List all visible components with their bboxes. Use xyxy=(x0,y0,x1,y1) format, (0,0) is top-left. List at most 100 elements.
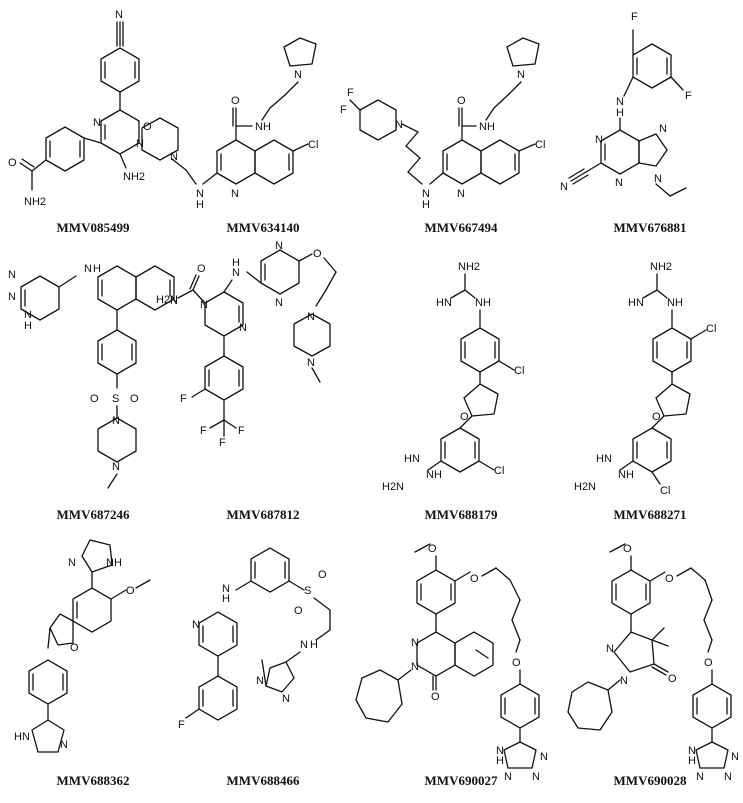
atom-label: H xyxy=(310,639,318,651)
atom-label: H xyxy=(222,593,230,605)
atom-label: N xyxy=(68,557,76,569)
atom-label: N xyxy=(731,751,739,763)
atom-label: N xyxy=(606,643,614,655)
atom-label: NH xyxy=(618,469,634,481)
structure-mmv687812: N N O N N N H N N O H2N F F xyxy=(156,240,337,449)
atom-label: N xyxy=(620,675,628,687)
atom-label: O xyxy=(457,95,466,107)
atom-label: N xyxy=(615,177,623,189)
atom-label: N xyxy=(275,240,283,252)
atom-label: N xyxy=(170,295,178,307)
compound-label: MMV688466 xyxy=(226,773,300,788)
atom-label: NH2 xyxy=(650,261,672,273)
compound-label: MMV688179 xyxy=(424,507,498,522)
atom-label: F xyxy=(340,104,347,116)
atom-label: N xyxy=(170,151,178,163)
compound-label: MMV690028 xyxy=(613,773,687,788)
structure-mmv634140: N NH O Cl N N H N O xyxy=(141,37,318,211)
compound-label: MMV676881 xyxy=(613,220,687,235)
atom-label: O xyxy=(313,248,322,260)
atom-label: N xyxy=(532,771,540,783)
atom-label: F xyxy=(631,11,638,23)
compound-label: MMV687246 xyxy=(56,507,130,522)
atom-label: N xyxy=(60,739,68,751)
atom-label: N xyxy=(196,188,204,200)
atom-label: H xyxy=(24,320,32,332)
atom-label: H2N xyxy=(574,481,596,493)
atom-label: F xyxy=(200,425,207,437)
atom-label: N xyxy=(300,639,308,651)
atom-label: S xyxy=(112,393,119,405)
atom-label: N xyxy=(696,771,704,783)
atom-label: N xyxy=(112,415,120,427)
atom-label: N xyxy=(84,263,92,275)
atom-label: O xyxy=(470,573,479,585)
atom-label: N xyxy=(688,745,696,757)
atom-label: O xyxy=(8,157,17,169)
atom-label: O xyxy=(318,569,327,581)
atom-label: N xyxy=(616,96,624,108)
atom-label: N xyxy=(115,9,123,21)
atom-label: Cl xyxy=(706,323,716,335)
atom-label: N xyxy=(496,745,504,757)
atom-label: O xyxy=(143,121,152,133)
compound-label: MMV690027 xyxy=(424,773,498,788)
atom-label: NH2 xyxy=(24,196,46,208)
atom-label: N xyxy=(239,322,247,334)
atom-label: Cl xyxy=(514,365,524,377)
atom-label: O xyxy=(294,605,303,617)
atom-label: H xyxy=(196,199,204,211)
atom-label: N xyxy=(411,661,419,673)
atom-label: N xyxy=(517,69,525,81)
atom-label: O xyxy=(70,642,79,654)
atom-label: N xyxy=(457,188,465,200)
atom-label: O xyxy=(623,543,632,555)
atom-label: N xyxy=(659,123,667,135)
atom-label: N xyxy=(24,309,32,321)
atom-label: N xyxy=(282,693,290,705)
atom-label: H xyxy=(93,263,101,275)
structure-mmv688271: NH2 NH HN Cl O Cl HN NH H2N xyxy=(574,261,716,497)
atom-label: N xyxy=(307,357,315,369)
atom-label: NH xyxy=(255,121,271,133)
atom-label: Cl xyxy=(660,485,670,497)
compound-label: MMV667494 xyxy=(424,220,498,235)
atom-label: F xyxy=(180,393,187,405)
atom-label: O xyxy=(428,543,437,555)
compound-label: MMV688271 xyxy=(613,507,687,522)
atom-label: HN xyxy=(404,453,420,465)
structure-mmv676881: F F N H N N N N N xyxy=(560,11,692,197)
atom-label: O xyxy=(668,673,677,685)
structure-mmv688179: NH2 NH HN Cl O Cl HN NH H2N xyxy=(382,261,524,493)
atom-label: HN xyxy=(14,731,30,743)
atom-label: H2N xyxy=(382,481,404,493)
atom-label: N xyxy=(595,134,603,146)
atom-label: N xyxy=(192,619,200,631)
atom-label: S xyxy=(304,585,311,597)
atom-label: O xyxy=(130,393,139,405)
atom-label: O xyxy=(231,95,240,107)
atom-label: NH xyxy=(667,297,683,309)
atom-label: N xyxy=(231,188,239,200)
atom-label: Cl xyxy=(494,465,504,477)
structure-mmv085499: N N N NH2 O NH2 xyxy=(8,9,145,208)
atom-label: H xyxy=(232,257,240,269)
atom-label: N xyxy=(275,297,283,309)
atom-label: N xyxy=(200,299,208,311)
atom-label: N xyxy=(540,751,548,763)
atom-label: N xyxy=(560,181,568,193)
structure-mmv690028: O O O N H N N N N N O xyxy=(567,543,739,783)
atom-label: O xyxy=(126,585,135,597)
atom-label: N xyxy=(422,188,430,200)
atom-label: N xyxy=(136,138,144,150)
atom-label: NH xyxy=(475,297,491,309)
atom-label: NH xyxy=(479,121,495,133)
atom-label: O xyxy=(704,657,713,669)
atom-label: Cl xyxy=(308,139,318,151)
atom-label: H xyxy=(496,755,504,767)
atom-label: N xyxy=(724,771,732,783)
atom-label: HN xyxy=(596,453,612,465)
atom-label: O xyxy=(665,573,674,585)
structure-mmv688466: N H S O O N H N N N F xyxy=(178,547,331,731)
